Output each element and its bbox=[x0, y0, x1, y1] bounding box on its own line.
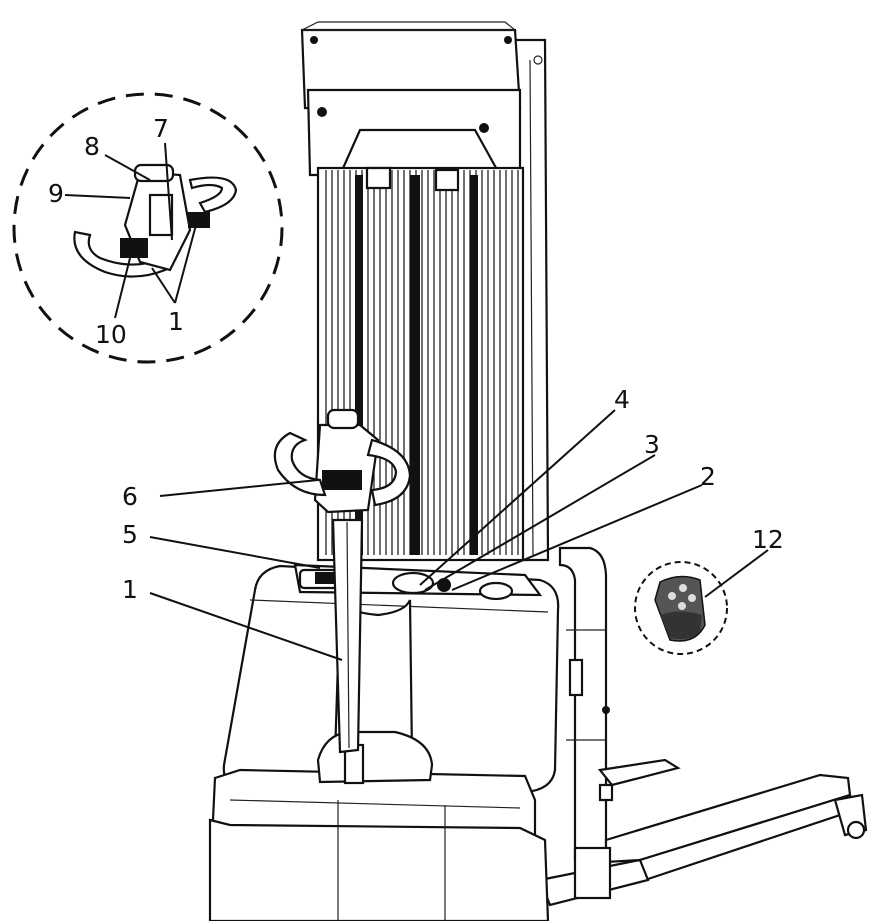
callout-1-detail: 1 bbox=[168, 307, 184, 336]
fork-right bbox=[604, 773, 868, 882]
fork-left bbox=[597, 758, 681, 802]
callout-10: 10 bbox=[95, 320, 127, 349]
callout-6: 6 bbox=[122, 482, 138, 511]
callout-2: 2 bbox=[700, 462, 716, 491]
fork-carriage bbox=[558, 546, 610, 862]
detail-circle bbox=[12, 92, 284, 364]
callout-7: 7 bbox=[153, 114, 169, 143]
callout-3: 3 bbox=[644, 430, 660, 459]
callout-4: 4 bbox=[614, 385, 630, 414]
remote-control bbox=[654, 575, 706, 642]
callout-8: 8 bbox=[84, 132, 100, 161]
callout-9: 9 bbox=[48, 179, 64, 208]
fork-base-plate bbox=[538, 846, 650, 907]
callout-5: 5 bbox=[122, 520, 138, 549]
callout-1-main: 1 bbox=[122, 575, 138, 604]
detail-tiller-head bbox=[73, 163, 238, 278]
tiller bbox=[273, 408, 434, 785]
callout-12: 12 bbox=[752, 525, 784, 554]
leader-lines bbox=[64, 142, 769, 661]
chassis bbox=[208, 563, 560, 921]
remote-detail-circle bbox=[634, 561, 728, 655]
